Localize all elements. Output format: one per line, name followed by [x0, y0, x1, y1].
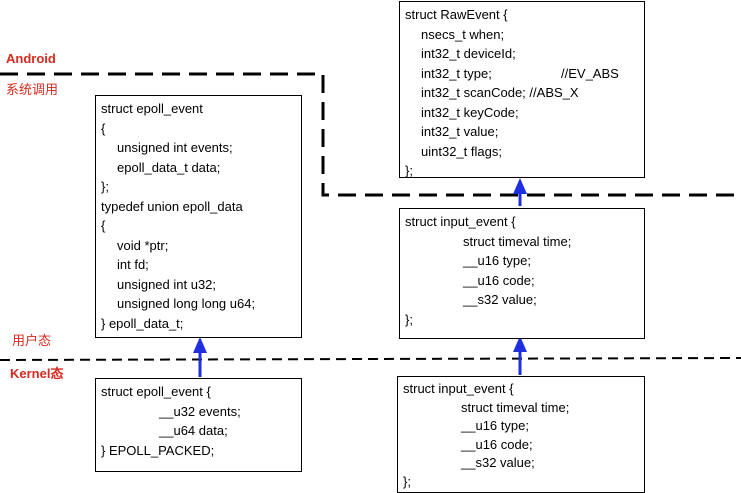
code-line: __u16 code;	[461, 436, 533, 452]
code-line: int32_t keyCode;	[421, 104, 519, 120]
epoll-kernel-box: struct epoll_event { __u32 events; __u64…	[95, 378, 302, 472]
code-text: int32_t scanCode;	[421, 85, 526, 100]
code-line: };	[405, 163, 413, 178]
code-line: struct epoll_event	[101, 101, 203, 116]
code-line: } EPOLL_PACKED;	[101, 442, 215, 458]
input-event-user-box: struct input_event { struct timeval time…	[399, 208, 645, 339]
code-line: {	[101, 120, 106, 136]
code-line: int32_t value;	[421, 124, 499, 139]
kernel-label: Kernel态	[10, 366, 64, 381]
code-line: __u32 events;	[159, 403, 241, 419]
arrow-input-kernel	[513, 336, 527, 375]
code-line: };	[403, 473, 411, 489]
code-line-scancode: int32_t scanCode; //ABS_X	[405, 83, 639, 103]
code-line: unsigned int events;	[117, 140, 233, 155]
code-line-type: int32_t type; //EV_ABS	[405, 64, 639, 84]
arrow-epoll	[193, 337, 207, 377]
code-line: };	[405, 311, 413, 327]
code-text: int32_t type;	[421, 65, 492, 81]
code-line: __u16 type;	[461, 418, 529, 433]
code-line: struct timeval time;	[463, 233, 572, 249]
code-line: struct input_event {	[405, 214, 516, 229]
code-line: unsigned int u32;	[117, 276, 217, 292]
code-line: int fd;	[117, 257, 149, 272]
code-line: __s32 value;	[461, 455, 535, 470]
syscall-label: 系统调用	[6, 82, 59, 97]
code-line: __s32 value;	[463, 292, 537, 307]
code-line: {	[101, 218, 106, 233]
epoll-user-box: struct epoll_event { unsigned int events…	[95, 95, 302, 338]
code-comment: //ABS_X	[529, 85, 579, 100]
raw-event-box: struct RawEvent { nsecs_t when; int32_t …	[399, 1, 645, 178]
input-event-kernel-box: struct input_event { struct timeval time…	[397, 376, 645, 493]
userspace-label: 用户态	[12, 333, 52, 348]
code-line: int32_t deviceId;	[421, 46, 516, 61]
code-line: } epoll_data_t;	[101, 315, 184, 331]
code-line: struct epoll_event {	[101, 384, 211, 399]
code-line: typedef union epoll_data	[101, 198, 243, 214]
code-line: uint32_t flags;	[421, 143, 502, 159]
code-line: struct timeval time;	[461, 399, 570, 415]
code-line: struct RawEvent {	[405, 7, 508, 22]
android-boundary-line	[0, 72, 741, 197]
code-line: unsigned long long u64;	[117, 296, 256, 311]
code-line: __u16 code;	[463, 272, 535, 288]
kernel-boundary-line	[0, 357, 741, 361]
code-line: epoll_data_t data;	[117, 159, 221, 175]
android-label: Android	[6, 51, 56, 66]
code-line: };	[101, 179, 109, 194]
code-line: void *ptr;	[117, 237, 169, 253]
code-line: nsecs_t when;	[421, 26, 505, 42]
code-line: __u64 data;	[159, 423, 228, 438]
code-line: __u16 type;	[463, 253, 531, 268]
code-line: struct input_event {	[403, 381, 514, 396]
code-comment: //EV_ABS	[561, 65, 619, 81]
arrow-input-user	[513, 178, 527, 206]
